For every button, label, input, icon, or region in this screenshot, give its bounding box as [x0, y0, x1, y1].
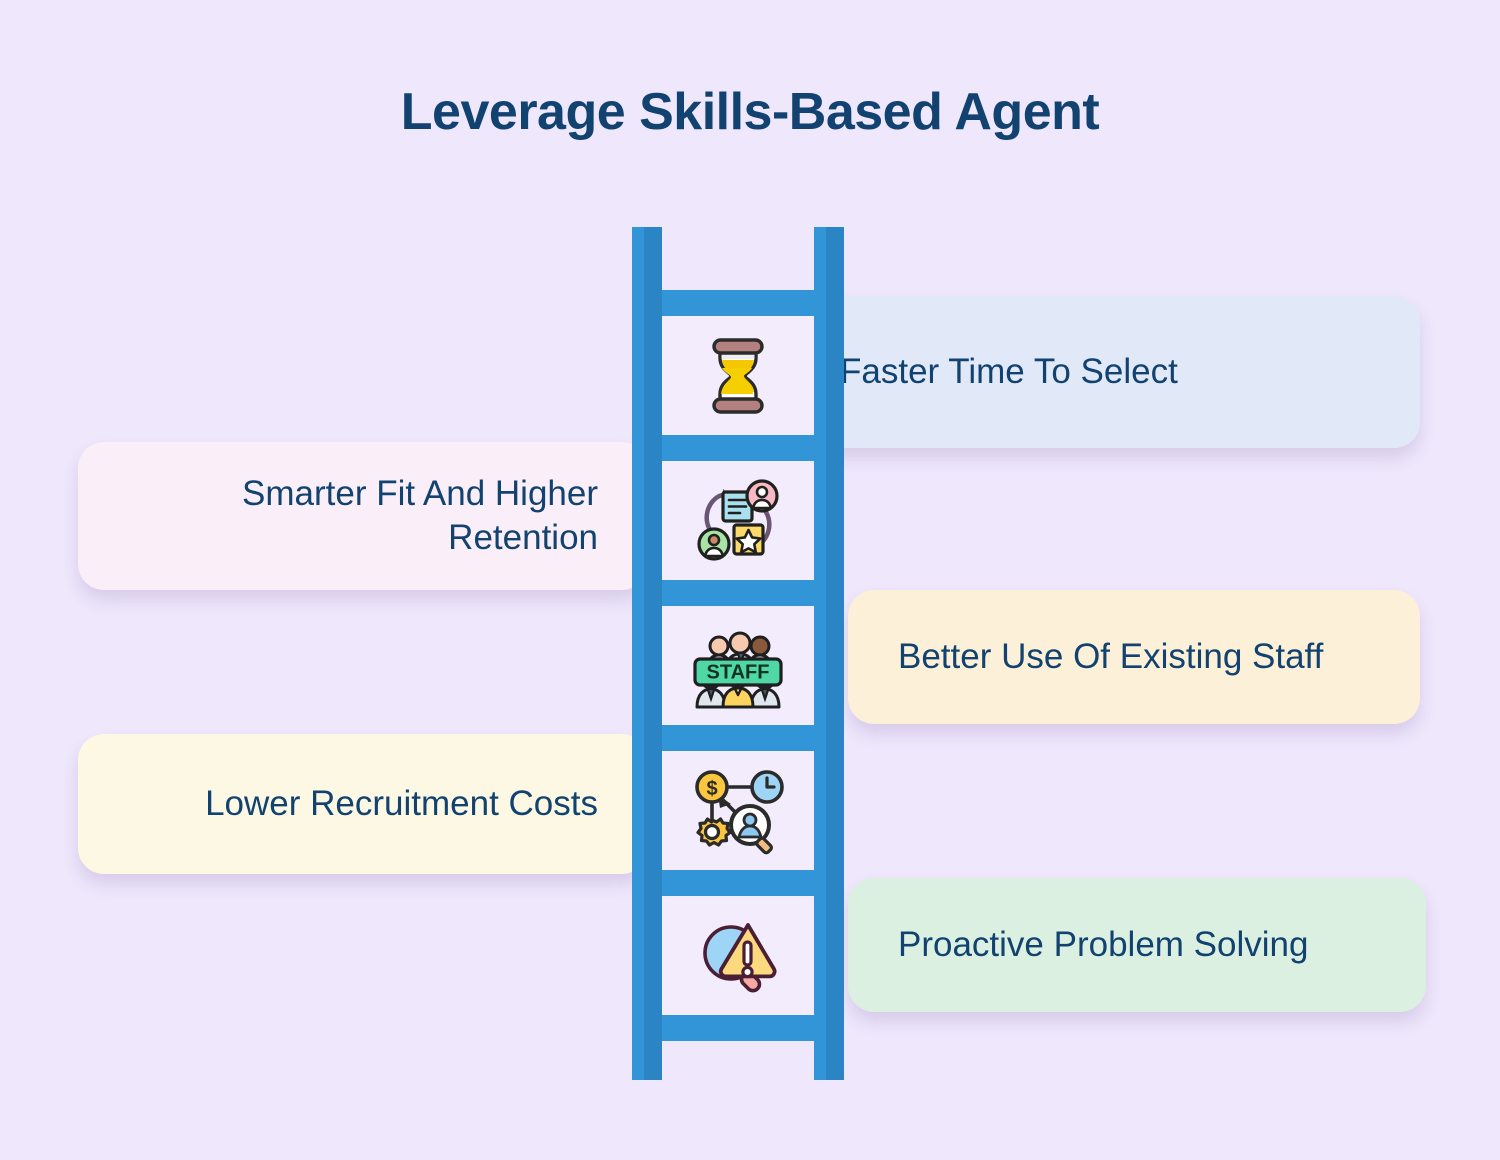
ladder-rung	[646, 725, 830, 765]
icon-slot: $	[650, 751, 826, 870]
step-card-smarter-fit-and-higher-retention[interactable]: Smarter Fit And Higher Retention	[78, 442, 648, 590]
step-card-proactive-problem-solving[interactable]: Proactive Problem Solving	[848, 878, 1426, 1012]
ladder-rail-left	[632, 227, 662, 1080]
icon-slot	[650, 896, 826, 1015]
hourglass-icon	[712, 337, 764, 414]
page-title: Leverage Skills-Based Agent	[400, 83, 1100, 141]
icon-slot	[650, 316, 826, 435]
ladder-rung	[646, 580, 830, 620]
icon-slot: STAFF	[650, 606, 826, 725]
ladder-rung	[646, 1015, 830, 1055]
step-card-label: Proactive Problem Solving	[898, 925, 1309, 965]
ladder-rail-right	[814, 227, 844, 1080]
ladder-graphic: STAFF $	[632, 227, 844, 1080]
step-card-lower-recruitment-costs[interactable]: Lower Recruitment Costs	[78, 734, 648, 874]
ladder-rung	[646, 870, 830, 910]
ladder-rung	[646, 435, 830, 475]
step-card-faster-time-to-select[interactable]: Faster Time To Select	[790, 296, 1420, 448]
skills-matching-icon	[697, 478, 779, 561]
step-card-label: Better Use Of Existing Staff	[898, 637, 1324, 677]
step-card-label: Lower Recruitment Costs	[205, 784, 598, 824]
ladder-rung	[646, 290, 830, 330]
cost-search-icon: $	[695, 769, 784, 854]
step-card-better-use-of-existing-staff[interactable]: Better Use Of Existing Staff	[848, 590, 1420, 724]
icon-slot	[650, 461, 826, 580]
rail-shade	[826, 227, 844, 1080]
problem-alert-icon	[703, 922, 777, 992]
staff-team-icon: STAFF	[693, 631, 783, 708]
rail-shade	[644, 227, 662, 1080]
staff-banner-label: STAFF	[707, 661, 770, 683]
step-card-label: Faster Time To Select	[840, 352, 1178, 392]
money-symbol-label: $	[706, 778, 717, 800]
step-card-label: Smarter Fit And Higher Retention	[242, 474, 598, 557]
